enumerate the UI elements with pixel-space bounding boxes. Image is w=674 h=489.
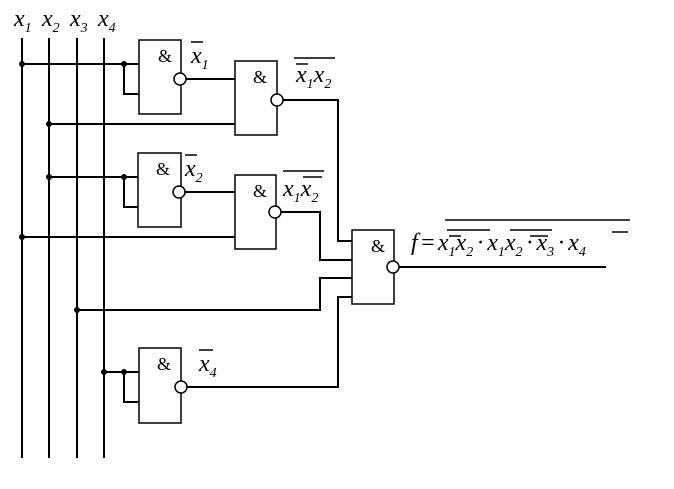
wire-gate2-to-gate6 (283, 99, 352, 242)
formula-text: f=x1x2·x1x2·x3·x4 (411, 230, 586, 260)
inversion-bubble (172, 185, 186, 199)
gate3-output-label: x2 (184, 156, 203, 186)
junction-dot (121, 369, 127, 375)
gate-symbol: & (157, 354, 171, 374)
junction-dot (19, 234, 25, 240)
gate2-output-label: x1x2 (295, 62, 331, 92)
junction-dot (46, 121, 52, 127)
gate-symbol: & (156, 159, 170, 179)
gate-symbol: & (371, 236, 385, 256)
gate5-output-label: x4 (198, 351, 217, 381)
inversion-bubble (268, 205, 282, 219)
wire-gate4-to-gate6 (281, 211, 352, 261)
gate-4-nand: & x1x2 (19, 170, 352, 261)
junction-dot (101, 369, 107, 375)
junction-dot (121, 61, 127, 67)
wire-x3-to-gate6 (77, 277, 352, 311)
inversion-bubble (386, 260, 400, 274)
gate-6-final-nand: & (351, 229, 606, 305)
and-gate-box (351, 229, 395, 305)
wire-gate1-tied-input (123, 64, 139, 95)
junction-dot (19, 61, 25, 67)
gate4-output-label: x1x2 (282, 176, 318, 206)
gate-symbol: & (158, 46, 172, 66)
junction-dot (46, 174, 52, 180)
input-label-x4: x4 (97, 6, 116, 36)
output-formula: f=x1x2·x1x2·x3·x4 (411, 219, 630, 260)
input-label-x1: x1 (13, 6, 32, 36)
gate-5-not-x4: & x4 (101, 296, 352, 424)
gate-symbol: & (253, 181, 267, 201)
input-label-x2: x2 (41, 6, 60, 36)
gate-3-not-x2: & x2 (46, 152, 203, 228)
gate-1-not-x1: & x1 (19, 39, 209, 115)
wire-gate3-tied-input (123, 177, 138, 208)
junction-dot (74, 307, 80, 313)
inversion-bubble (174, 380, 188, 394)
gate1-output-label: x1 (190, 43, 209, 73)
input-label-x3: x3 (69, 6, 88, 36)
gate-symbol: & (253, 67, 267, 87)
wire-gate5-tied-input (123, 372, 139, 403)
inversion-bubble (173, 72, 187, 86)
gate-2-nand: & x1x2 (46, 57, 352, 242)
wire-gate5-to-gate6 (187, 296, 352, 388)
junction-dot (121, 174, 127, 180)
inversion-bubble (270, 93, 284, 107)
and-gate-box (234, 60, 278, 136)
